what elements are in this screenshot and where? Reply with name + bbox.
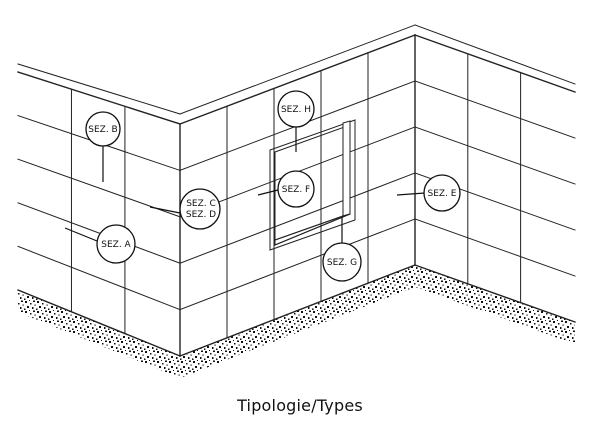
wall-line [414,34,576,93]
callout-sez-g-label: SEZ. G [327,258,357,268]
wall-line [179,24,416,115]
callout-sez-d-label: SEZ. D [186,210,216,220]
wall-line [17,202,181,264]
wall-line [179,218,416,311]
wall-line [179,34,416,125]
callout-sez-f-label: SEZ. F [282,185,310,195]
callout-sez-b: SEZ. B [85,111,121,147]
callout-sez-g: SEZ. G [322,242,362,282]
callout-sez-cd: SEZ. C SEZ. D [179,188,221,230]
wall-line [414,80,576,139]
wall-line [179,264,416,357]
wall-line [179,172,416,264]
callout-sez-c-label: SEZ. C [186,199,216,209]
wall-line [414,126,576,185]
wall-linework [17,24,576,357]
wall-line [17,289,181,357]
callout-sez-a: SEZ. A [96,224,136,264]
wall-line [414,264,576,323]
callout-sez-b-label: SEZ. B [88,125,117,135]
wall-line [414,218,576,277]
gravel-right [180,265,575,378]
diagram-caption: Tipologie/Types [237,396,363,415]
wall-line [17,245,181,311]
callout-sez-e-label: SEZ. E [428,189,457,199]
window-opening [269,119,356,251]
callout-sez-e: SEZ. E [423,174,461,212]
callout-sez-f: SEZ. F [277,170,315,208]
leader-lines [64,127,426,243]
wall-line [17,71,181,125]
callout-sez-h-label: SEZ. H [281,105,311,115]
gravel-left [18,290,180,378]
callout-sez-a-label: SEZ. A [101,240,131,250]
callout-sez-h: SEZ. H [277,90,315,128]
wall-line [414,24,576,85]
wall-line [17,63,181,115]
